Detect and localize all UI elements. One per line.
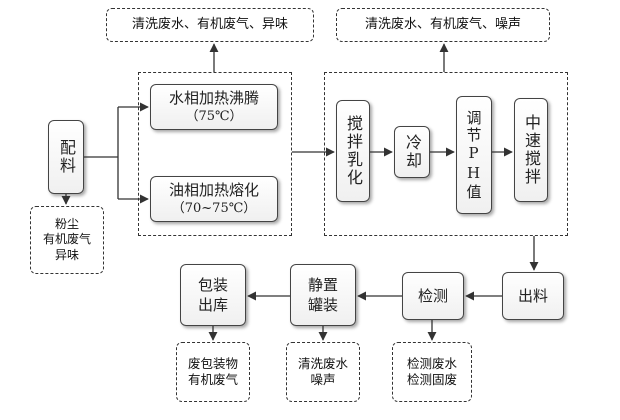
output-testing-line-1: 检测废水 <box>406 355 457 371</box>
output-testing-line-2: 检测固废 <box>406 372 457 387</box>
step-batching: 配料 <box>48 120 84 194</box>
heating-stage-group <box>138 72 292 236</box>
step-pack-store-line-2: 出库 <box>197 296 228 314</box>
step-pack-store: 包装 出库 <box>180 264 246 326</box>
step-discharge: 出料 <box>502 272 564 320</box>
output-batching-line-3: 异味 <box>54 247 79 262</box>
mixing-stage-group <box>324 72 568 236</box>
output-mixing-text: 清洗废水、有机废气、噪声 <box>364 17 521 33</box>
output-packaging: 废包装物 有机废气 <box>176 342 250 402</box>
step-water-heating: 水相加热沸腾 （75℃） <box>150 84 278 130</box>
step-oil-heating: 油相加热熔化 （70~75℃） <box>150 176 278 222</box>
step-adjust-ph: 调节PH值 <box>456 96 492 214</box>
step-pack-store-line-1: 包装 <box>197 275 228 294</box>
output-heating-text: 清洗废水、有机废气、异味 <box>131 17 288 33</box>
output-packaging-line-2: 有机废气 <box>187 372 238 387</box>
step-stir-emulsify: 搅拌乳化 <box>336 100 370 202</box>
step-mid-stir-label: 中速搅拌 <box>522 114 541 186</box>
step-water-heating-temp: （75℃） <box>185 109 243 125</box>
step-oil-heating-temp: （70~75℃） <box>171 201 257 217</box>
step-discharge-label: 出料 <box>517 286 548 305</box>
output-mixing: 清洗废水、有机废气、噪声 <box>336 8 550 42</box>
output-testing: 检测废水 检测固废 <box>392 342 472 402</box>
step-adjust-ph-label: 调节PH值 <box>464 109 483 201</box>
output-batching: 粉尘 有机废气 异味 <box>30 206 104 274</box>
output-heating: 清洗废水、有机废气、异味 <box>106 8 314 42</box>
step-stir-emulsify-label: 搅拌乳化 <box>344 115 363 187</box>
step-cooling-label: 冷却 <box>403 134 422 170</box>
output-filling: 清洗废水 噪声 <box>286 342 360 402</box>
step-batching-label: 配料 <box>57 139 76 175</box>
step-rest-fill: 静置 罐装 <box>290 264 356 326</box>
step-testing: 检测 <box>402 272 464 320</box>
step-rest-fill-line-1: 静置 <box>307 275 338 294</box>
output-filling-line-2: 噪声 <box>310 372 336 387</box>
step-water-heating-label: 水相加热沸腾 <box>168 89 259 108</box>
output-batching-line-2: 有机废气 <box>42 232 91 247</box>
step-testing-label: 检测 <box>417 286 448 305</box>
step-mid-stir: 中速搅拌 <box>514 98 548 202</box>
step-oil-heating-label: 油相加热熔化 <box>168 181 259 200</box>
step-cooling: 冷却 <box>394 126 430 178</box>
step-rest-fill-line-2: 罐装 <box>307 296 338 314</box>
output-packaging-line-1: 废包装物 <box>187 355 238 371</box>
output-batching-line-1: 粉尘 <box>54 216 79 231</box>
output-filling-line-1: 清洗废水 <box>297 355 348 371</box>
